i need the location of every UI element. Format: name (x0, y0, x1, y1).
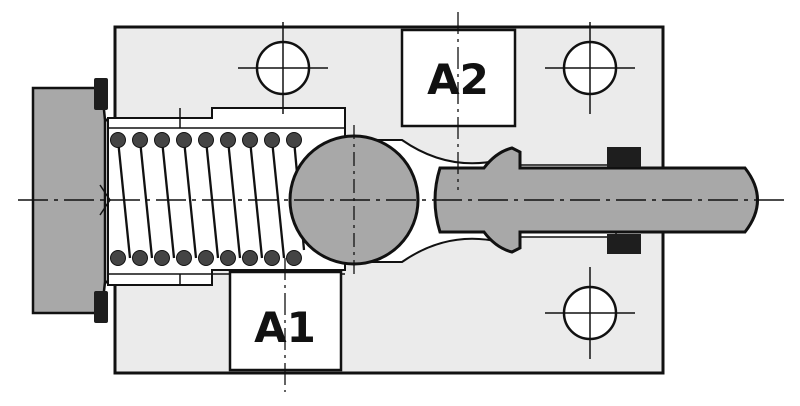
spring-coil-dots (110, 132, 302, 266)
compression-spring (116, 139, 306, 259)
piston-seal-bottom (607, 234, 641, 254)
cap-screw-bottom (94, 291, 108, 323)
crosshair-circle-icon (545, 22, 635, 114)
piston-seal-top (607, 147, 641, 167)
crosshair-circle-icon (238, 22, 328, 114)
spring-bore (107, 107, 346, 286)
crosshair-circle-icon (545, 267, 635, 359)
cap-screw-top (94, 78, 108, 110)
